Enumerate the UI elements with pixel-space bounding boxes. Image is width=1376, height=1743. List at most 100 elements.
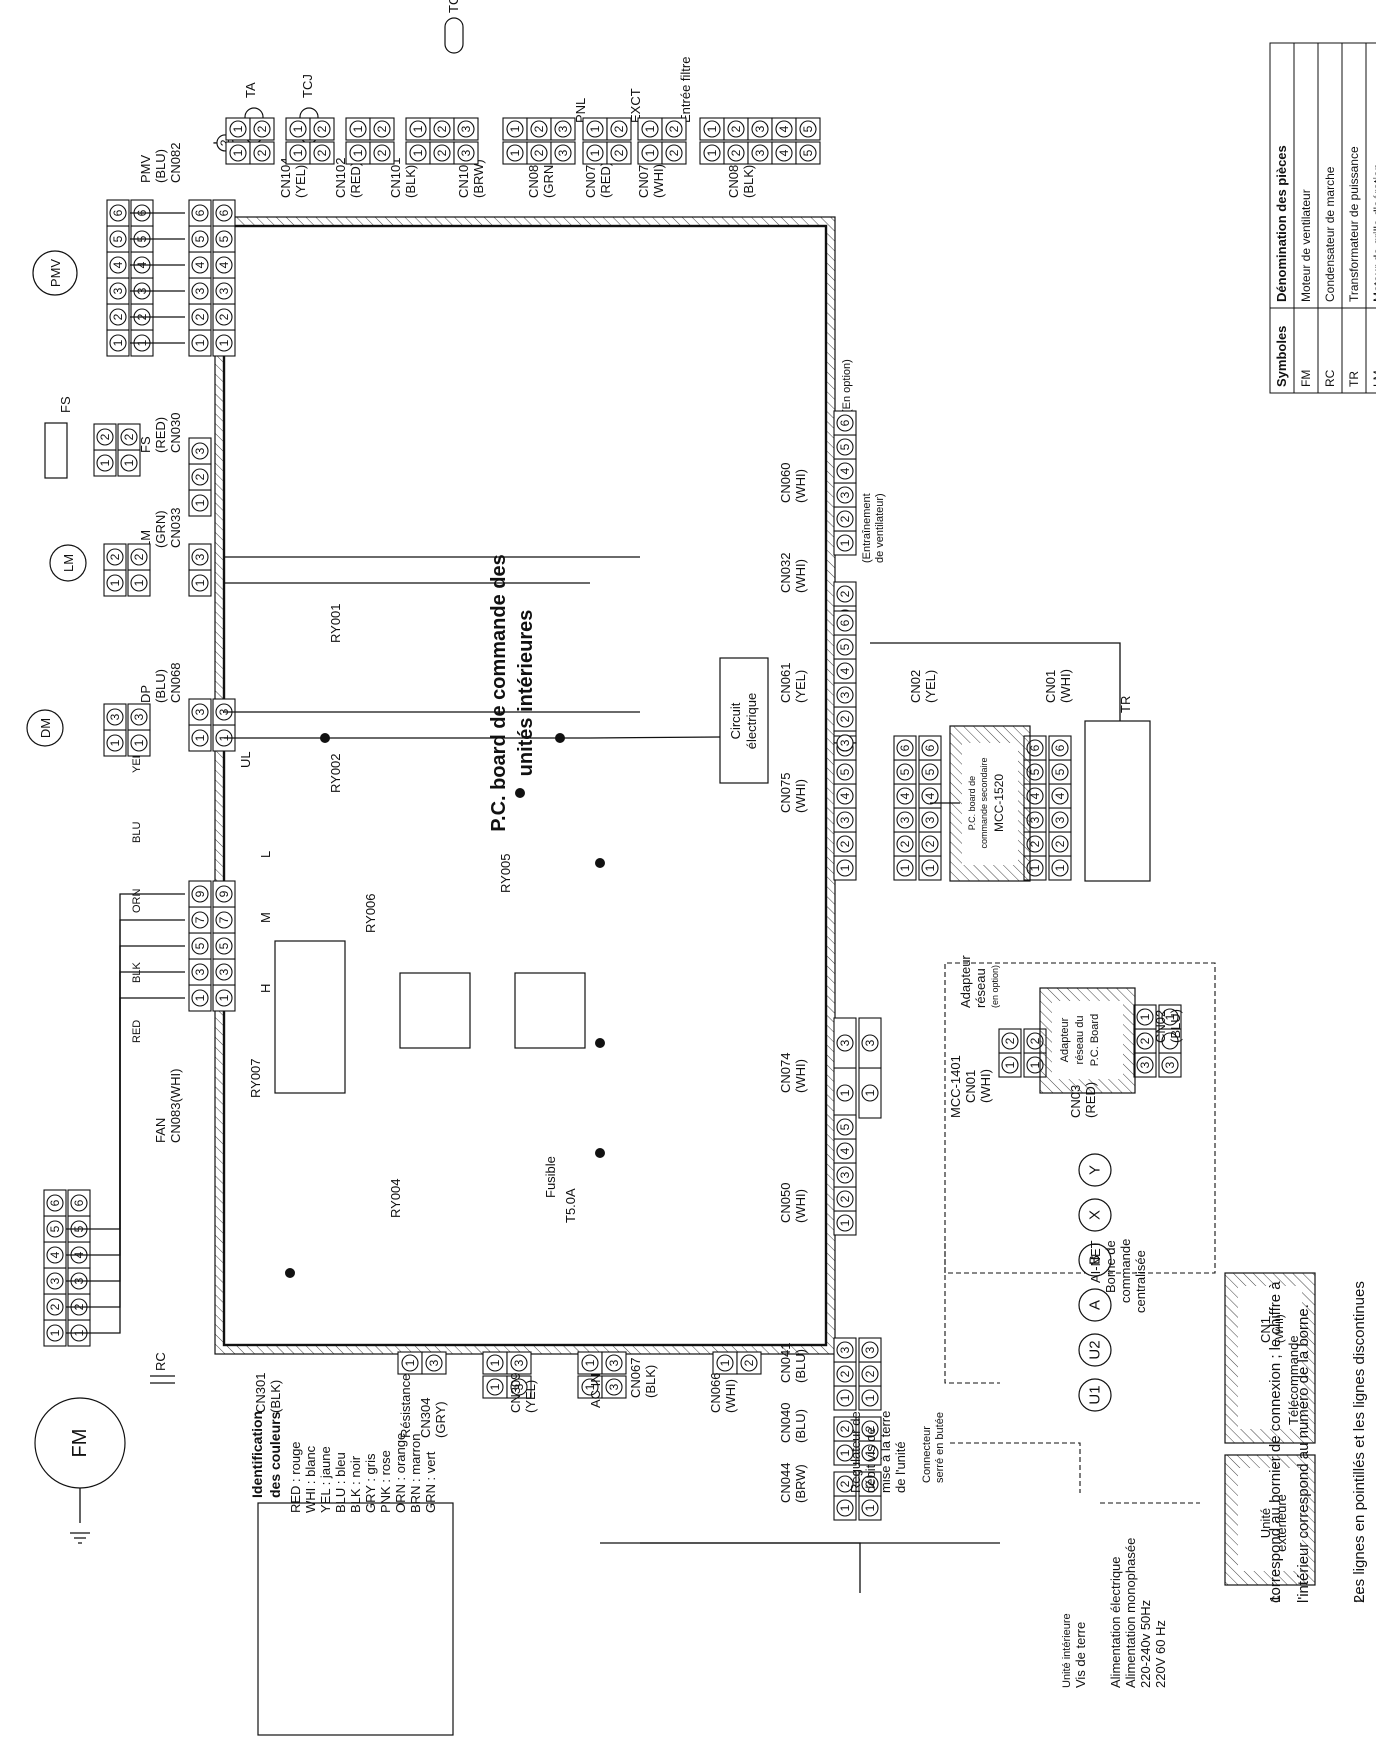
earth-2: Vis de terre <box>1073 1622 1088 1688</box>
cn041-label-2: (BLU) <box>793 1349 808 1383</box>
cn070-label: CN070 <box>636 158 651 198</box>
svg-text:1: 1 <box>351 149 365 156</box>
cn067-label-2: (BLK) <box>643 1365 658 1398</box>
cn1-label-2: (WHI) <box>1274 1314 1286 1343</box>
svg-text:3: 3 <box>753 149 767 156</box>
cn304-label: CN304 <box>418 1398 433 1438</box>
cn01w-label-2: (WHI) <box>1058 669 1073 703</box>
note-line: 1. <box>1267 1590 1284 1603</box>
svg-text:1: 1 <box>291 125 305 132</box>
acin-label: AC IN <box>588 1373 603 1408</box>
cn044-label-2: (BRW) <box>793 1464 808 1503</box>
terminal-y: Y <box>1078 1153 1112 1187</box>
svg-text:6: 6 <box>838 619 852 626</box>
sub-board-1: P.C. board de <box>967 776 977 830</box>
svg-text:3: 3 <box>863 1039 877 1046</box>
svg-text:3: 3 <box>898 816 912 823</box>
cn068-label-2: (BLU) <box>153 669 168 703</box>
fan-drive-1: (Entraînement <box>861 493 873 563</box>
svg-text:1: 1 <box>231 149 245 156</box>
svg-text:1: 1 <box>1053 864 1067 871</box>
remote-control: CN1 (WHI) Télécommande <box>1224 1272 1316 1444</box>
cn102-label-2: (RED) <box>348 162 363 198</box>
legend-item: GRY : gris <box>363 1453 378 1513</box>
table-cell: Moteur de grille d'aération <box>1371 164 1376 302</box>
svg-text:1: 1 <box>838 864 852 871</box>
svg-text:3: 3 <box>193 287 207 294</box>
svg-text:1: 1 <box>863 1504 877 1511</box>
m-label: M <box>258 912 273 923</box>
exct-label: EXCT <box>628 88 643 123</box>
dm-label: DM <box>38 718 53 738</box>
svg-text:6: 6 <box>1028 744 1042 751</box>
terminal-a: A <box>1078 1288 1112 1322</box>
legend-item: GRN : vert <box>423 1451 438 1513</box>
svg-text:1: 1 <box>108 739 122 746</box>
svg-text:3: 3 <box>923 816 937 823</box>
svg-text:2: 2 <box>838 1370 852 1377</box>
cn041-block-2: 123 <box>858 1337 882 1411</box>
ai-net-2: Borne de <box>1103 1240 1118 1293</box>
wire-red: RED <box>131 1020 143 1043</box>
svg-text:6: 6 <box>48 1199 62 1206</box>
cn080-label-2: (GRN) <box>541 160 556 198</box>
svg-text:2: 2 <box>1028 1037 1042 1044</box>
svg-text:3: 3 <box>132 713 146 720</box>
svg-text:5: 5 <box>838 768 852 775</box>
svg-text:3: 3 <box>753 125 767 132</box>
svg-text:2: 2 <box>218 139 232 146</box>
svg-text:2: 2 <box>193 473 207 480</box>
cn074-dummy: 13 <box>833 734 857 752</box>
svg-text:2: 2 <box>863 1425 877 1432</box>
svg-text:4: 4 <box>923 792 937 799</box>
cn032-label-2: (WHI) <box>793 559 808 593</box>
svg-text:1: 1 <box>863 1089 877 1096</box>
legend-item: BRN : marron <box>408 1434 423 1513</box>
svg-text:1: 1 <box>838 1394 852 1401</box>
svg-text:1: 1 <box>588 149 602 156</box>
fs-label: FS <box>58 396 73 413</box>
cn050-label: CN050 <box>778 1183 793 1223</box>
legend-item: WHI : blanc <box>303 1445 318 1513</box>
svg-text:3: 3 <box>459 149 473 156</box>
cn041-block: 123 <box>833 1337 857 1411</box>
svg-text:1: 1 <box>508 125 522 132</box>
cn309-label: CN309 <box>508 1373 523 1413</box>
adapter-title-3: (en option) <box>990 965 1000 1008</box>
svg-text:1: 1 <box>411 149 425 156</box>
cn040-block: 12 <box>833 1416 857 1466</box>
svg-text:2: 2 <box>315 125 329 132</box>
cn032-label: CN032 <box>778 553 793 593</box>
cn040-label-2: (BLU) <box>793 1409 808 1443</box>
svg-text:3: 3 <box>1053 816 1067 823</box>
svg-text:1: 1 <box>1028 1061 1042 1068</box>
svg-text:2: 2 <box>532 149 546 156</box>
svg-text:6: 6 <box>111 209 125 216</box>
svg-text:3: 3 <box>607 1383 621 1390</box>
rc-label: RC <box>153 1352 168 1371</box>
svg-text:1: 1 <box>583 1383 597 1390</box>
ry002-label: RY002 <box>328 753 343 793</box>
note-line: l'intérieur correspond au numéro de la b… <box>1295 1304 1312 1603</box>
svg-text:4: 4 <box>777 149 791 156</box>
svg-text:4: 4 <box>838 1147 852 1154</box>
cn033-label-2: (GRN) <box>153 510 168 548</box>
svg-text:4: 4 <box>838 467 852 474</box>
supply-1: Alimentation électrique <box>1108 1556 1123 1688</box>
cn041-label: CN041 <box>778 1343 793 1383</box>
svg-text:2: 2 <box>612 125 626 132</box>
table-cell: Symboles <box>1274 326 1289 387</box>
cn01w-label: CN01 <box>1043 670 1058 703</box>
connector-2: serré en butée <box>934 1412 946 1483</box>
legend-item: RED : rouge <box>288 1441 303 1513</box>
adapter-board-3: P.C. Board <box>1089 1014 1101 1066</box>
svg-text:3: 3 <box>48 1277 62 1284</box>
cn074-label: CN074 <box>778 1053 793 1093</box>
